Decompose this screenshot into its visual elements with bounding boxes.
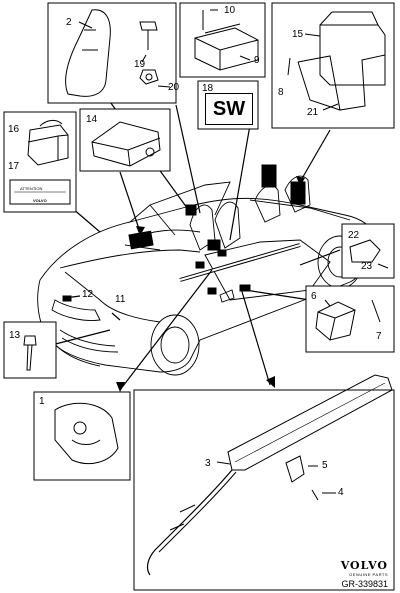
impact-sensor-part: [349, 239, 381, 263]
screw-part-7: [371, 299, 381, 323]
callout-6: 6: [311, 291, 317, 302]
callout-14: 14: [86, 114, 98, 125]
control-module-part: [194, 27, 259, 71]
steering-airbag-part: [54, 402, 119, 464]
brand-subtitle: GENUINE PARTS: [349, 572, 388, 577]
callout-21: 21: [307, 107, 319, 118]
callout-23: 23: [361, 261, 373, 272]
screw-part-23: [377, 263, 389, 269]
box-bracket-fasteners: [47, 2, 177, 104]
callout-9: 9: [254, 55, 260, 66]
callout-10: 10: [224, 5, 236, 16]
box-sensor-bracket: [271, 2, 395, 129]
callout-3: 3: [205, 458, 211, 469]
callout-7: 7: [376, 331, 382, 342]
brand-block: VOLVO GENUINE PARTS: [341, 559, 388, 577]
airbag-module-part: [91, 121, 161, 167]
callout-17: 17: [8, 161, 20, 172]
brand-logo: VOLVO: [340, 559, 388, 572]
callout-4: 4: [338, 487, 344, 498]
callout-19: 19: [134, 59, 146, 70]
clip-part-5: [285, 455, 305, 483]
side-airbag-cover-part: [65, 9, 111, 97]
box-sensor-6: [305, 285, 395, 353]
nut-part-20: [139, 69, 159, 85]
callout-22: 22: [348, 230, 360, 241]
box-control-module: [179, 2, 266, 78]
screw-part-8: [287, 57, 291, 76]
warning-label-card: [9, 179, 71, 205]
side-sensor-part: [315, 301, 356, 341]
label-card-text: ATTENTION: [20, 186, 43, 191]
label-card-logo: VOLVO: [33, 198, 47, 203]
diagram-reference: GR-339831: [341, 579, 388, 589]
screw-part-19: [139, 21, 158, 31]
callout-8: 8: [278, 87, 284, 98]
callout-18: 18: [202, 83, 214, 94]
callout-5: 5: [322, 460, 328, 471]
label-package-part: [27, 124, 69, 166]
box-curtain-airbag: [133, 389, 395, 591]
mounting-bracket-part: [297, 54, 386, 111]
box-steering-airbag: [33, 391, 131, 481]
screw-part-4: [311, 489, 319, 501]
callout-15: 15: [292, 29, 304, 40]
gas-generator-tube: [146, 469, 233, 576]
software-label: SW: [205, 93, 253, 125]
callout-1: 1: [39, 396, 45, 407]
callout-2: 2: [66, 17, 72, 28]
callout-16: 16: [8, 124, 20, 135]
car-outline: [37, 175, 379, 376]
callout-13: 13: [9, 330, 21, 341]
bolt-part-13: [23, 335, 37, 346]
callout-12: 12: [82, 289, 94, 300]
callout-11: 11: [115, 294, 126, 305]
callout-20: 20: [168, 82, 180, 93]
